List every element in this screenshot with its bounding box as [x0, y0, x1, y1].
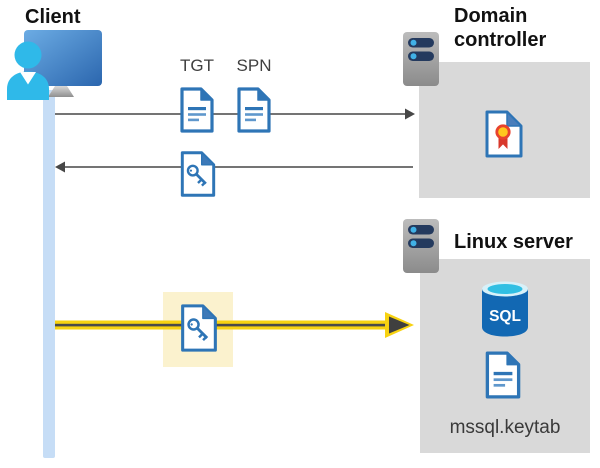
- spn-label: SPN: [236, 56, 272, 75]
- response-arrow: [55, 161, 413, 173]
- service-ticket-arrow: [55, 312, 414, 338]
- domain-controller-label: Domain controller: [454, 5, 547, 52]
- tgt-label: TGT: [180, 56, 214, 75]
- request-arrow: [55, 108, 415, 120]
- domain-controller-server-icon: [403, 32, 439, 86]
- certificate-icon: [485, 110, 523, 158]
- linux-server-label: Linux server: [454, 231, 573, 253]
- sql-text: SQL: [489, 308, 521, 325]
- client-computer-icon: [7, 30, 102, 100]
- arrowhead-left: [55, 161, 65, 173]
- client-label: Client: [25, 6, 81, 28]
- tgt-document-icon: [180, 87, 214, 133]
- keytab-document-icon: [485, 351, 521, 399]
- ticket-key-document-icon: [180, 151, 216, 197]
- linux-server-icon: [403, 219, 439, 273]
- client-lifeline: [43, 90, 55, 458]
- person-icon: [7, 41, 49, 100]
- monitor-stand: [48, 86, 74, 97]
- service-ticket-key-document-icon: [181, 304, 217, 352]
- arrowhead-dark: [389, 316, 410, 334]
- spn-document-icon: [237, 87, 271, 133]
- arrowhead-right: [405, 108, 415, 120]
- monitor-icon: [24, 30, 102, 86]
- sql-database-icon: SQL: [482, 281, 528, 337]
- keytab-filename-label: mssql.keytab: [449, 417, 561, 438]
